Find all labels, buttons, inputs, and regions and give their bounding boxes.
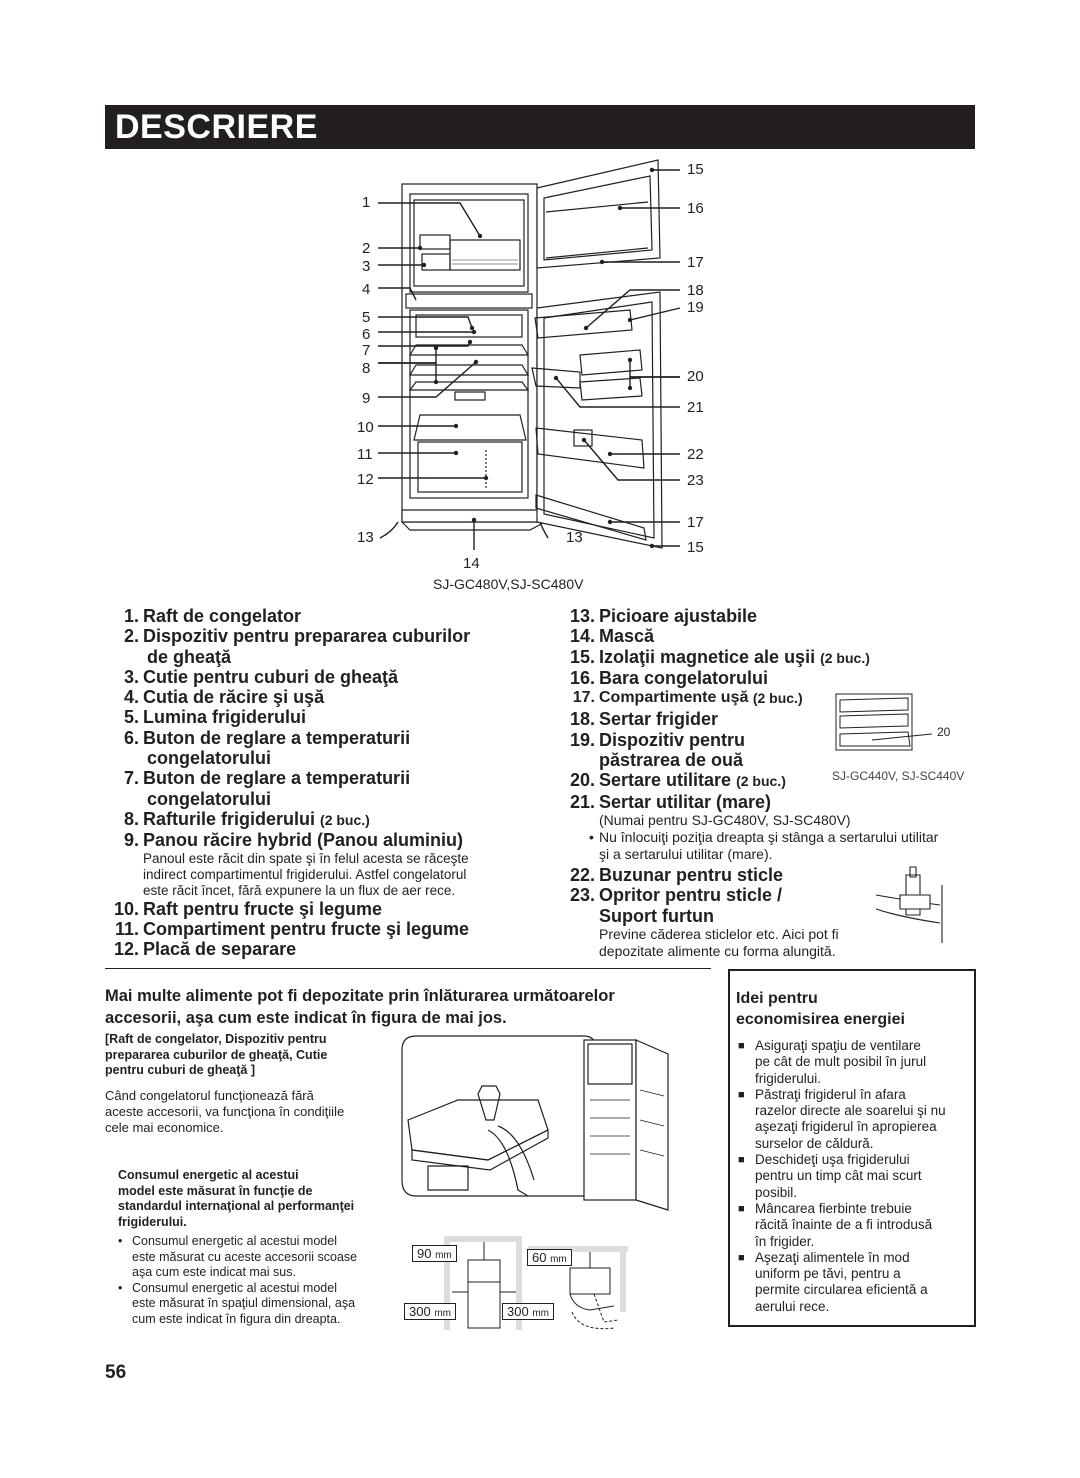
callout-4: 4 <box>362 281 371 298</box>
part-item: Suport furtun <box>599 905 714 926</box>
part-item: 15.Izolaţii magnetice ale uşii (2 buc.) <box>569 646 870 667</box>
part-item: 14.Mască <box>569 626 655 647</box>
part-item: congelatorului <box>147 748 272 769</box>
callout-20: 20 <box>687 368 704 385</box>
part-item: 11.Compartiment pentru fructe şi legume <box>114 918 470 939</box>
utility-drawer-inset <box>835 693 933 751</box>
shelf-removal-illustration <box>401 1035 669 1211</box>
part-item: 12.Placă de separare <box>113 939 297 960</box>
section-title-bar: DESCRIERE <box>105 105 975 149</box>
part-item: 16.Bara congelatorului <box>569 667 769 688</box>
callout-17: 17 <box>687 254 704 271</box>
callout-13: 13 <box>357 529 374 546</box>
callout-9: 9 <box>362 390 371 407</box>
callout-22: 22 <box>687 446 704 463</box>
callout-12: 12 <box>357 471 374 488</box>
part9-note: Panoul este răcit din spate şi în felul … <box>143 850 469 898</box>
clearance-top-left: 90 mm <box>412 1245 457 1262</box>
callout-8: 8 <box>362 360 371 377</box>
part21-bullet: • Nu înlocuiţi poziţia dreapta şi stânga… <box>589 828 939 862</box>
part-item: 22.Buzunar pentru sticle <box>569 864 784 885</box>
page-number: 56 <box>105 1362 127 1383</box>
part-item: 5.Lumina frigiderului <box>123 707 307 728</box>
callout-11: 11 <box>357 446 373 463</box>
part-item: de gheaţă <box>147 646 232 667</box>
callout-16: 16 <box>687 200 704 217</box>
clearance-diagram <box>444 1236 628 1330</box>
part-item: 8.Rafturile frigiderului (2 buc.) <box>123 808 370 829</box>
part-item: 9.Panou răcire hybrid (Panou aluminiu) <box>123 830 464 851</box>
part-item: 10.Raft pentru fructe şi legume <box>113 898 383 919</box>
parts-list-left: 1.Raft de congelator 2.Dispozitiv pentru… <box>105 606 545 959</box>
callout-3: 3 <box>362 258 371 275</box>
callout-2: 2 <box>362 240 371 257</box>
part-item: 6.Buton de reglare a temperaturii <box>123 727 411 748</box>
bottle-stopper-image <box>875 866 943 943</box>
fridge-diagram <box>378 159 681 550</box>
callout-21: 21 <box>687 399 704 416</box>
callout-15b: 15 <box>687 539 704 556</box>
part-item: 18.Sertar frigider <box>569 709 719 730</box>
inset-label: 20 <box>937 725 951 739</box>
clearance-top-right: 60 mm <box>527 1249 572 1266</box>
section-title: DESCRIERE <box>115 108 318 146</box>
part-item: 23.Opritor pentru sticle / <box>569 885 783 906</box>
callout-13b: 13 <box>566 529 583 546</box>
part23-note: Previne căderea sticlelor etc. Aici pot … <box>599 925 839 959</box>
callout-10: 10 <box>357 419 374 436</box>
model-caption: SJ-GC480V,SJ-SC480V <box>433 576 584 592</box>
part-item: 1.Raft de congelator <box>123 606 302 626</box>
callout-14: 14 <box>463 555 480 572</box>
callout-23: 23 <box>687 472 704 489</box>
part-item: 7.Buton de reglare a temperaturii <box>123 768 411 789</box>
part-item: 20.Sertare utilitare (2 buc.) <box>569 770 786 791</box>
parts-list-right: 13.Picioare ajustabile 14.Mască 15.Izola… <box>561 606 981 960</box>
divider <box>105 968 711 969</box>
part-item: 21.Sertar utilitar (mare) <box>569 791 772 812</box>
part-item: 2.Dispozitiv pentru prepararea cuburilor <box>123 626 471 647</box>
clearance-side-left: 300 mm <box>404 1303 456 1320</box>
callout-17b: 17 <box>687 514 704 531</box>
part-item: 3.Cutie pentru cuburi de gheaţă <box>123 666 399 687</box>
part-item: 13.Picioare ajustabile <box>569 606 758 626</box>
part-item: 4.Cutia de răcire şi uşă <box>123 687 325 708</box>
callout-15: 15 <box>687 161 704 178</box>
part-item: păstrarea de ouă <box>599 750 744 771</box>
callout-18: 18 <box>687 282 704 299</box>
more-food-note: Mai multe alimente pot fi depozitate pri… <box>105 987 615 1027</box>
inset-caption: SJ-GC440V, SJ-SC440V <box>832 769 965 783</box>
clearance-side-right: 300 mm <box>502 1303 554 1320</box>
callout-5: 5 <box>362 309 371 326</box>
part-item: 19.Dispozitiv pentru <box>569 729 746 750</box>
part-item: congelatorului <box>147 788 272 809</box>
part21-note: (Numai pentru SJ-GC480V, SJ-SC480V) <box>599 811 851 828</box>
part-item: 17.Compartimente uşă (2 buc.) <box>572 689 803 707</box>
callout-6: 6 <box>362 326 371 343</box>
callout-19: 19 <box>687 299 704 316</box>
callout-1: 1 <box>362 194 371 211</box>
callout-7: 7 <box>362 342 371 359</box>
